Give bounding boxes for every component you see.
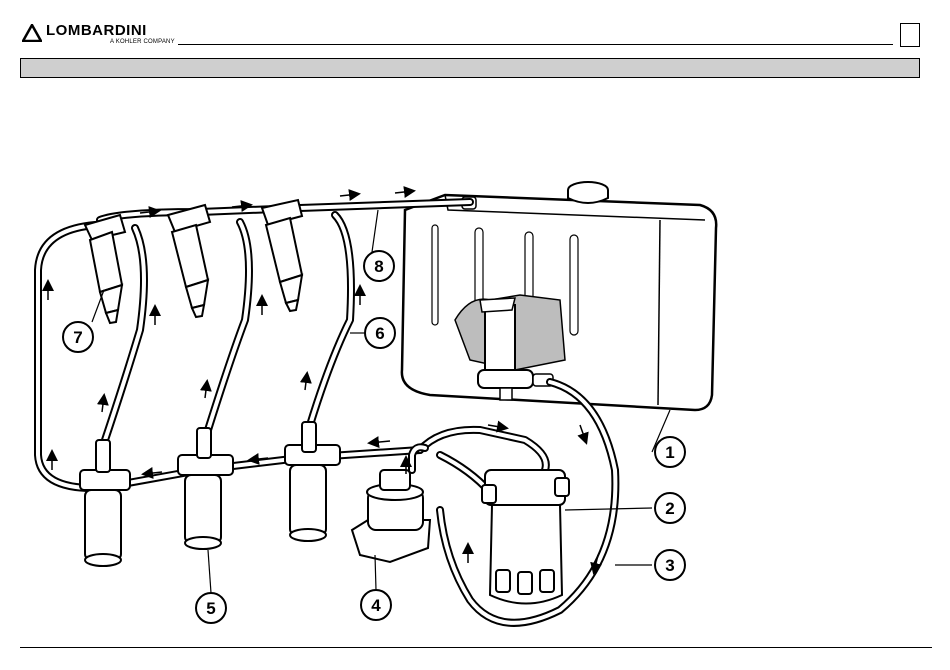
callout-8: 8 — [364, 251, 394, 281]
fuel-filter — [482, 470, 569, 604]
callout-1: 1 — [655, 437, 685, 467]
injection-pump-3 — [285, 422, 340, 541]
svg-text:5: 5 — [206, 599, 215, 618]
svg-text:1: 1 — [665, 443, 674, 462]
injectors — [85, 200, 302, 323]
svg-text:2: 2 — [665, 499, 674, 518]
callout-4: 4 — [361, 590, 391, 620]
svg-text:6: 6 — [375, 324, 384, 343]
injection-pump-2 — [178, 428, 233, 549]
feed-pump — [352, 470, 430, 562]
callout-5: 5 — [196, 593, 226, 623]
footer-rule — [20, 647, 932, 648]
callout-7: 7 — [63, 322, 93, 352]
injector-2 — [168, 205, 210, 317]
injection-pump-1 — [80, 440, 130, 566]
callout-3: 3 — [655, 550, 685, 580]
callout-6: 6 — [365, 318, 395, 348]
injection-pumps — [80, 422, 340, 566]
injector-1 — [85, 215, 125, 323]
svg-text:7: 7 — [73, 328, 82, 347]
fuel-tank — [402, 182, 716, 410]
injector-3 — [262, 200, 302, 311]
svg-text:4: 4 — [371, 596, 381, 615]
callout-2: 2 — [655, 493, 685, 523]
svg-text:8: 8 — [374, 257, 383, 276]
svg-text:3: 3 — [665, 556, 674, 575]
